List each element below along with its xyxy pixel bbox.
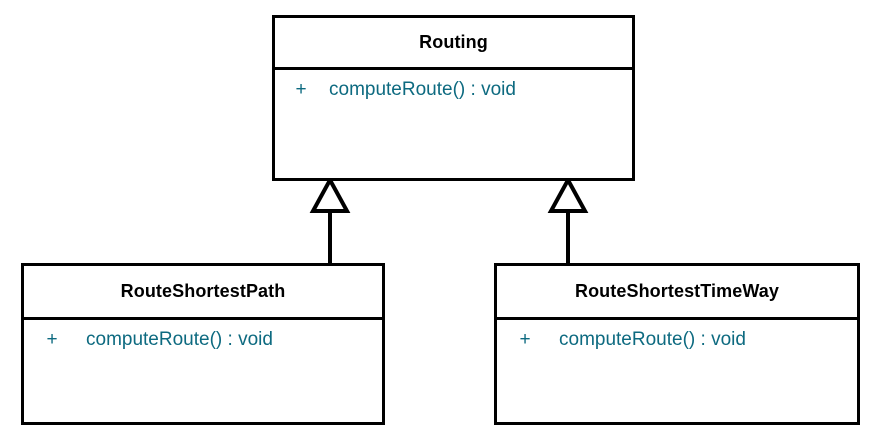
uml-class-members-compartment: + computeRoute() : void [24, 320, 382, 422]
uml-member-signature: computeRoute() : void [86, 329, 273, 350]
hollow-triangle-arrowhead-left [309, 175, 351, 213]
hollow-triangle-arrowhead-right [547, 175, 589, 213]
uml-class-members-compartment: + computeRoute() : void [497, 320, 857, 422]
uml-class-name-label: Routing [419, 32, 488, 52]
uml-member-visibility: + [46, 329, 58, 350]
uml-member-visibility: + [519, 329, 531, 350]
uml-member-row: + computeRoute() : void [275, 79, 632, 101]
uml-member-visibility: + [295, 79, 307, 100]
generalization-routeshortestpath-to-routing [309, 175, 351, 265]
uml-class-name-compartment: RouteShortestPath [24, 266, 382, 320]
uml-class-name-label: RouteShortestTimeWay [574, 281, 780, 301]
uml-class-members-compartment: + computeRoute() : void [275, 70, 632, 178]
uml-class-name-compartment: Routing [275, 18, 632, 70]
uml-member-signature: computeRoute() : void [559, 329, 746, 350]
uml-member-signature: computeRoute() : void [329, 79, 516, 100]
uml-class-routeshortestpath[interactable]: RouteShortestPath + computeRoute() : voi… [21, 263, 385, 425]
uml-class-routing[interactable]: Routing + computeRoute() : void [272, 15, 635, 181]
uml-member-row: + computeRoute() : void [24, 329, 382, 351]
generalization-routeshortesttimeway-to-routing [547, 175, 589, 265]
uml-class-name-label: RouteShortestPath [120, 281, 286, 301]
uml-class-name-compartment: RouteShortestTimeWay [497, 266, 857, 320]
uml-member-row: + computeRoute() : void [497, 329, 857, 351]
uml-class-routeshortesttimeway[interactable]: RouteShortestTimeWay + computeRoute() : … [494, 263, 860, 425]
